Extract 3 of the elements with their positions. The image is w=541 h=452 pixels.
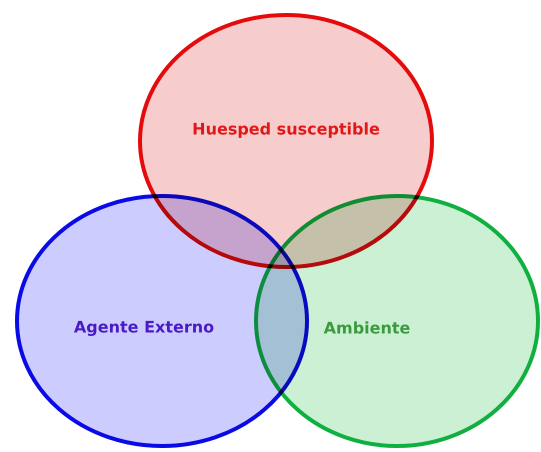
set-label: Huesped susceptible xyxy=(192,120,380,138)
set-label: Ambiente xyxy=(324,318,410,338)
set-label: Agente Externo xyxy=(74,318,214,336)
